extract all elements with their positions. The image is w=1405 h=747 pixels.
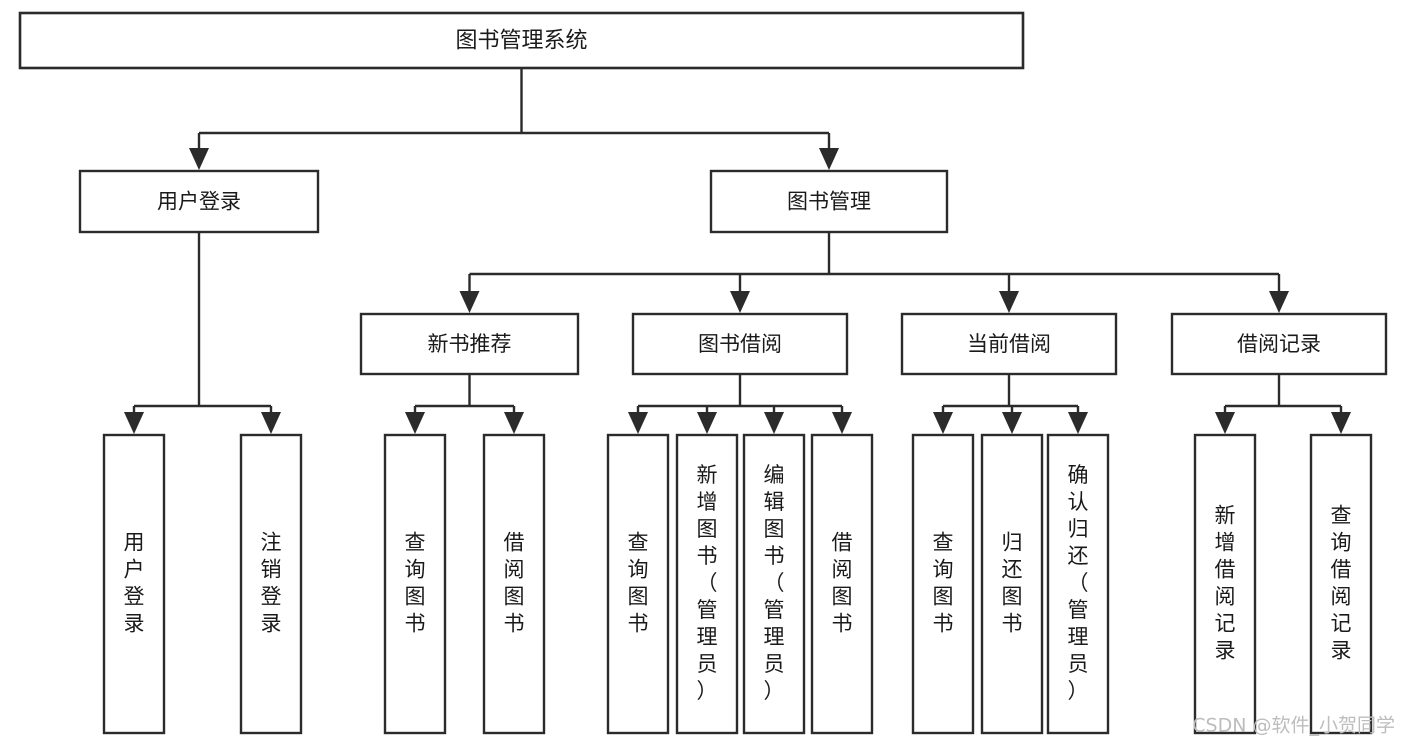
node-leaf-confirm-return[interactable]: 确认归还（管理员） [1046,433,1110,735]
node-label-leaf-add-book: 新增图书（管理员） [697,463,718,703]
node-box-leaf-user-login[interactable] [102,433,166,735]
node-label-book-management: 图书管理 [787,190,871,214]
node-box-leaf-query-book-current[interactable] [911,433,975,735]
node-label-root: 图书管理系统 [455,29,587,54]
node-user-login[interactable]: 用户登录 [78,169,320,234]
arrow-head-icon [832,412,852,434]
node-box-leaf-confirm-return[interactable] [1046,433,1110,735]
csdn-watermark: CSDN @软件_小贺同学 [1192,715,1395,737]
node-box-book-management[interactable] [709,169,949,234]
node-box-new-book-recommend[interactable] [359,312,580,376]
arrow-head-icon [261,412,281,434]
node-leaf-borrow-book-recommend[interactable]: 借阅图书 [482,433,546,735]
node-label-current-borrow: 当前借阅 [967,332,1051,356]
node-label-leaf-borrow-book: 借阅图书 [832,531,853,636]
node-label-leaf-query-borrow-record: 查询借阅记录 [1331,504,1352,663]
arrow-head-icon [405,412,425,434]
node-box-borrow-record[interactable] [1170,312,1388,376]
node-leaf-query-book-borrow[interactable]: 查询图书 [606,433,670,735]
arrow-head-icon [189,148,209,170]
node-root[interactable]: 图书管理系统 [18,11,1025,70]
node-label-new-book-recommend: 新书推荐 [428,332,512,356]
arrow-head-icon [124,412,144,434]
arrow-head-icon [697,412,717,434]
node-leaf-add-borrow-record[interactable]: 新增借阅记录 [1193,433,1257,735]
node-borrow-record[interactable]: 借阅记录 [1170,312,1388,376]
node-box-leaf-query-borrow-record[interactable] [1309,433,1373,735]
node-label-leaf-return-book: 归还图书 [1002,531,1023,636]
node-label-leaf-confirm-return: 确认归还（管理员） [1068,463,1089,703]
arrow-head-icon [933,412,953,434]
arrow-head-icon [628,412,648,434]
node-new-book-recommend[interactable]: 新书推荐 [359,312,580,376]
node-label-leaf-logout-login: 注销登录 [261,531,282,636]
node-box-user-login[interactable] [78,169,320,234]
node-label-user-login: 用户登录 [157,190,241,214]
node-leaf-return-book[interactable]: 归还图书 [980,433,1044,735]
node-label-leaf-borrow-book-recommend: 借阅图书 [504,531,525,636]
node-box-leaf-query-book-recommend[interactable] [383,433,447,735]
arrow-head-icon [999,291,1019,313]
node-box-leaf-logout-login[interactable] [239,433,303,735]
node-label-leaf-query-book-borrow: 查询图书 [628,531,649,636]
node-leaf-query-book-current[interactable]: 查询图书 [911,433,975,735]
node-book-management[interactable]: 图书管理 [709,169,949,234]
arrow-head-icon [819,148,839,170]
node-book-borrow[interactable]: 图书借阅 [631,312,849,376]
arrow-head-icon [730,291,750,313]
connector-new-book-recommend [405,374,524,434]
node-label-leaf-query-book-recommend: 查询图书 [405,531,426,636]
arrow-head-icon [1002,412,1022,434]
node-leaf-query-borrow-record[interactable]: 查询借阅记录 [1309,433,1373,735]
connector-current-borrow [933,374,1088,434]
node-box-current-borrow[interactable] [900,312,1118,376]
node-box-leaf-edit-book[interactable] [742,433,806,735]
node-box-book-borrow[interactable] [631,312,849,376]
connector-book-management [459,232,1289,313]
node-leaf-user-login[interactable]: 用户登录 [102,433,166,735]
connector-user-login [124,232,281,434]
node-label-book-borrow: 图书借阅 [698,332,782,356]
connector-layer [124,68,1351,434]
node-leaf-query-book-recommend[interactable]: 查询图书 [383,433,447,735]
node-box-leaf-return-book[interactable] [980,433,1044,735]
node-layer: 图书管理系统用户登录图书管理新书推荐图书借阅当前借阅借阅记录用户登录注销登录查询… [18,11,1388,735]
arrow-head-icon [764,412,784,434]
arrow-head-icon [1215,412,1235,434]
arrow-head-icon [504,412,524,434]
node-leaf-logout-login[interactable]: 注销登录 [239,433,303,735]
node-label-leaf-query-book-current: 查询图书 [933,531,954,636]
node-box-leaf-borrow-book-recommend[interactable] [482,433,546,735]
node-box-leaf-add-borrow-record[interactable] [1193,433,1257,735]
node-box-leaf-query-book-borrow[interactable] [606,433,670,735]
node-label-borrow-record: 借阅记录 [1237,332,1321,356]
node-leaf-edit-book[interactable]: 编辑图书（管理员） [742,433,806,735]
node-label-leaf-edit-book: 编辑图书（管理员） [764,463,785,703]
connector-book-borrow [628,374,852,434]
node-leaf-add-book[interactable]: 新增图书（管理员） [675,433,739,735]
arrow-head-icon [1331,412,1351,434]
node-current-borrow[interactable]: 当前借阅 [900,312,1118,376]
connector-borrow-record [1215,374,1351,434]
node-leaf-borrow-book[interactable]: 借阅图书 [810,433,874,735]
arrow-head-icon [459,291,480,313]
node-label-leaf-user-login: 用户登录 [124,531,145,636]
arrow-head-icon [1068,412,1088,434]
node-label-leaf-add-borrow-record: 新增借阅记录 [1215,504,1236,663]
connector-root [189,68,839,170]
node-box-leaf-borrow-book[interactable] [810,433,874,735]
arrow-head-icon [1269,291,1289,313]
node-box-root[interactable] [18,11,1025,70]
node-box-leaf-add-book[interactable] [675,433,739,735]
